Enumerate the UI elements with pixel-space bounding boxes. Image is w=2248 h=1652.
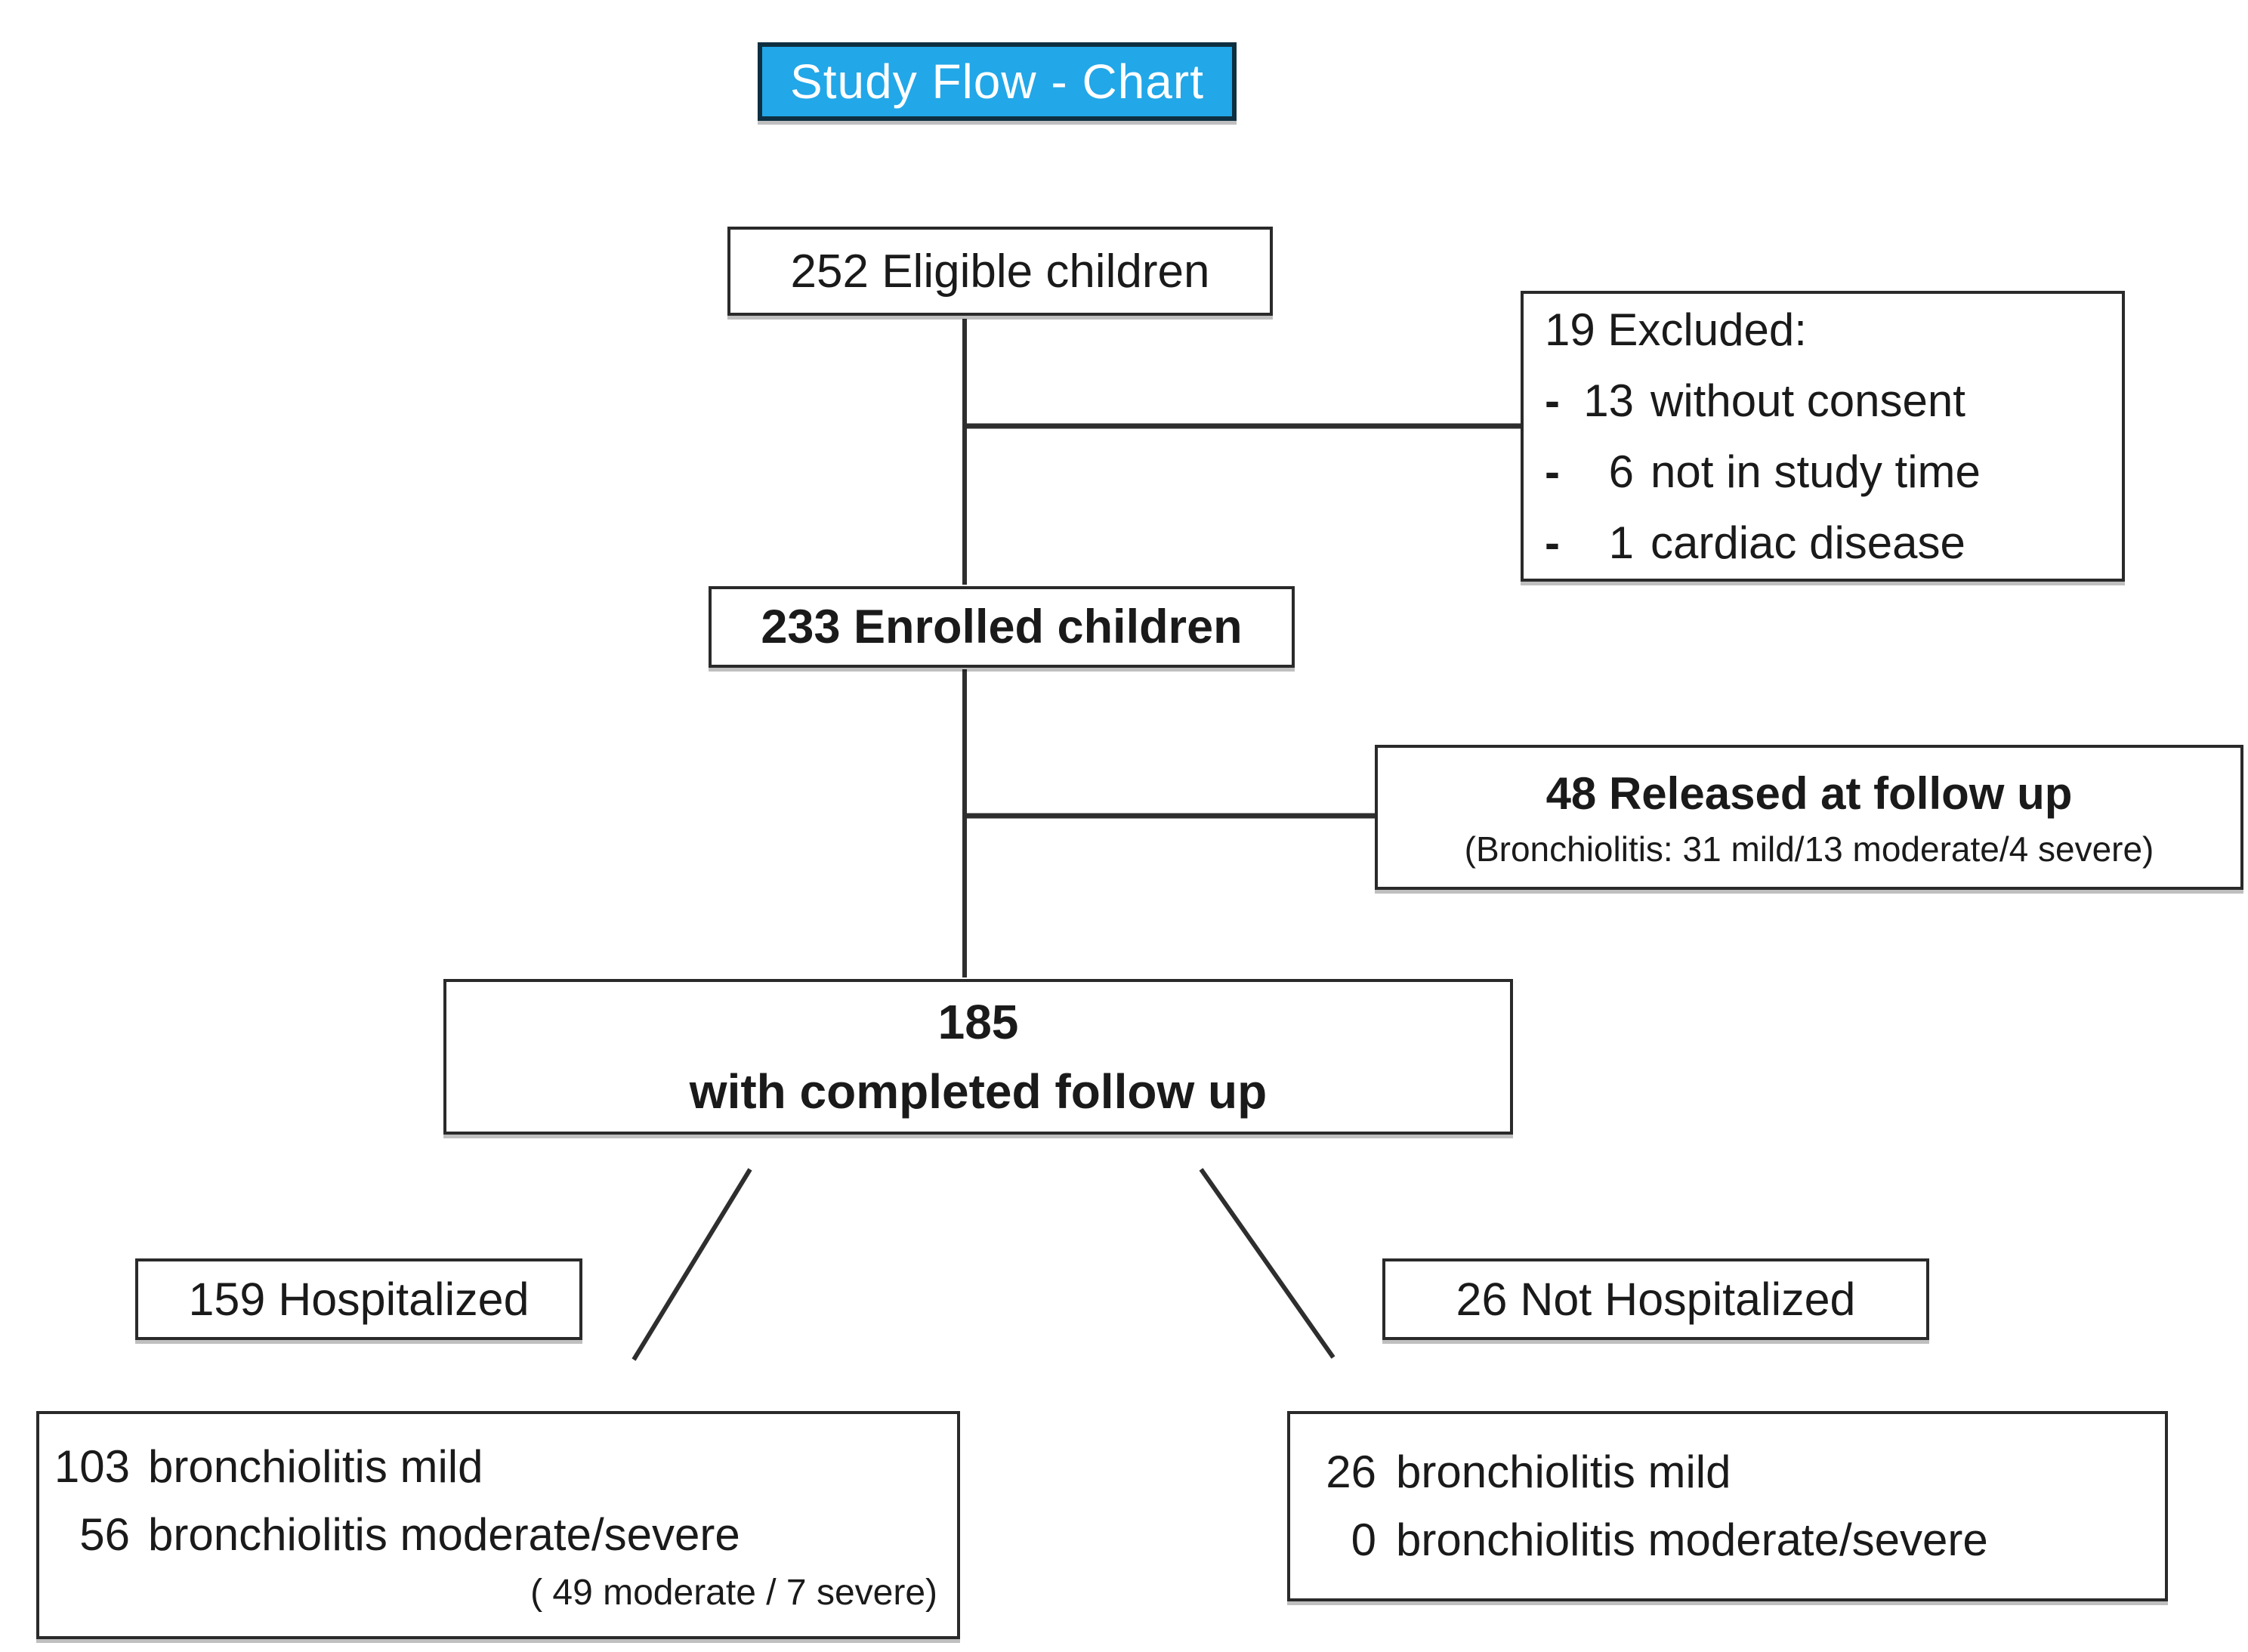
excluded-item-count: 13 — [1583, 375, 1634, 426]
excluded-item-count: 1 — [1608, 517, 1634, 568]
row-count: 103 — [54, 1441, 130, 1492]
hospitalized-detail-note: ( 49 moderate / 7 severe) — [530, 1573, 937, 1613]
completed-count: 185 — [937, 995, 1019, 1049]
row-count: 0 — [1351, 1515, 1376, 1565]
diagram-title-label: Study Flow - Chart — [790, 54, 1204, 109]
hospitalized-label: 159 Hospitalized — [188, 1274, 530, 1325]
row-label: bronchiolitis mild — [1396, 1447, 1731, 1497]
row-count: 56 — [79, 1509, 130, 1560]
hospitalized-detail-row-mild: 103 bronchiolitis mild — [51, 1433, 483, 1501]
bullet-dash: - — [1545, 375, 1560, 426]
row-label: bronchiolitis moderate/severe — [1396, 1515, 1988, 1565]
excluded-box: 19 Excluded: - 13 without consent - 6 no… — [1521, 291, 2125, 582]
bullet-dash: - — [1545, 446, 1560, 497]
connector-completed-to-hospitalized-line — [631, 1168, 752, 1361]
released-subtext: (Bronchiolitis: 31 mild/13 moderate/4 se… — [1464, 829, 2154, 869]
not-hospitalized-detail-row-mild: 26 bronchiolitis mild — [1322, 1438, 1731, 1506]
excluded-item-cardiac-disease: - 1 cardiac disease — [1545, 508, 1965, 579]
enrolled-children-label: 233 Enrolled children — [761, 601, 1243, 653]
not-hospitalized-box: 26 Not Hospitalized — [1382, 1258, 1929, 1340]
completed-follow-up-box: 185 with completed follow up — [443, 979, 1513, 1135]
completed-label: with completed follow up — [689, 1064, 1268, 1119]
not-hospitalized-detail-box: 26 bronchiolitis mild 0 bronchiolitis mo… — [1287, 1411, 2168, 1601]
enrolled-children-box: 233 Enrolled children — [709, 586, 1295, 668]
diagram-title: Study Flow - Chart — [758, 42, 1237, 121]
not-hospitalized-detail-row-moderate-severe: 0 bronchiolitis moderate/severe — [1322, 1506, 1988, 1574]
hospitalized-detail-row-moderate-severe: 56 bronchiolitis moderate/severe — [51, 1501, 740, 1569]
not-hospitalized-label: 26 Not Hospitalized — [1456, 1274, 1856, 1325]
excluded-item-label: without consent — [1650, 375, 1965, 426]
excluded-item-not-in-study-time: - 6 not in study time — [1545, 437, 1981, 508]
released-at-follow-up-box: 48 Released at follow up (Bronchiolitis:… — [1375, 745, 2243, 890]
row-count: 26 — [1326, 1447, 1376, 1497]
row-label: bronchiolitis moderate/severe — [148, 1509, 740, 1560]
eligible-children-label: 252 Eligible children — [790, 245, 1210, 298]
hospitalized-box: 159 Hospitalized — [135, 1258, 582, 1340]
eligible-children-box: 252 Eligible children — [727, 227, 1273, 316]
released-heading: 48 Released at follow up — [1546, 768, 2073, 819]
connector-completed-to-not-hospitalized-line — [1199, 1168, 1336, 1359]
row-label: bronchiolitis mild — [148, 1441, 483, 1492]
excluded-item-label: not in study time — [1650, 446, 1981, 497]
excluded-item-without-consent: - 13 without consent — [1545, 366, 1965, 437]
excluded-heading: 19 Excluded: — [1545, 304, 1807, 355]
hospitalized-detail-box: 103 bronchiolitis mild 56 bronchiolitis … — [36, 1411, 960, 1639]
excluded-item-count: 6 — [1608, 446, 1634, 497]
excluded-item-label: cardiac disease — [1650, 517, 1965, 568]
bullet-dash: - — [1545, 517, 1560, 568]
